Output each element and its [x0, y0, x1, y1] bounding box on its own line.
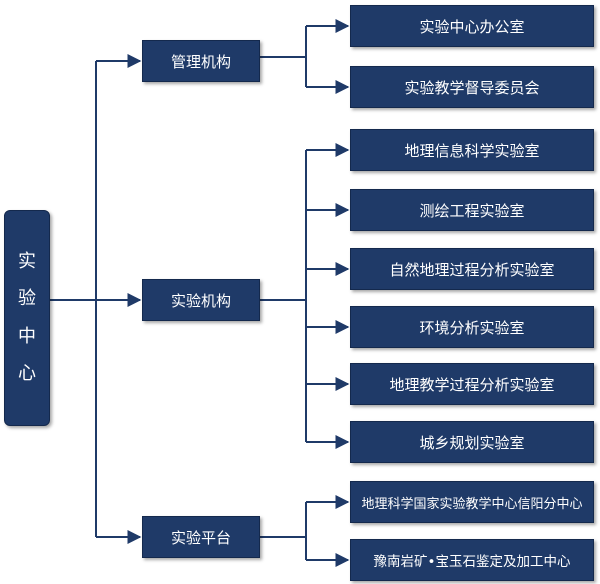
leaf-node: 实验中心办公室 — [350, 5, 594, 47]
leaf-node: 城乡规划实验室 — [350, 421, 594, 463]
root-node: 实 验 中 心 — [4, 210, 50, 426]
leaf-node: 测绘工程实验室 — [350, 189, 594, 231]
root-char-1: 验 — [18, 288, 36, 310]
group-node-management: 管理机构 — [142, 40, 260, 82]
leaf-node: 实验教学督导委员会 — [350, 66, 594, 108]
leaf-node: 豫南岩矿•宝玉石鉴定及加工中心 — [350, 539, 594, 581]
root-char-0: 实 — [18, 250, 36, 272]
root-char-3: 心 — [18, 363, 36, 385]
group-node-platforms: 实验平台 — [142, 516, 260, 558]
root-char-2: 中 — [18, 325, 36, 347]
leaf-node: 地理教学过程分析实验室 — [350, 363, 594, 405]
leaf-node: 地理科学国家实验教学中心信阳分中心 — [350, 481, 594, 523]
group-node-labs: 实验机构 — [142, 279, 260, 321]
leaf-node: 地理信息科学实验室 — [350, 129, 594, 171]
leaf-node: 自然地理过程分析实验室 — [350, 248, 594, 290]
leaf-node: 环境分析实验室 — [350, 306, 594, 348]
